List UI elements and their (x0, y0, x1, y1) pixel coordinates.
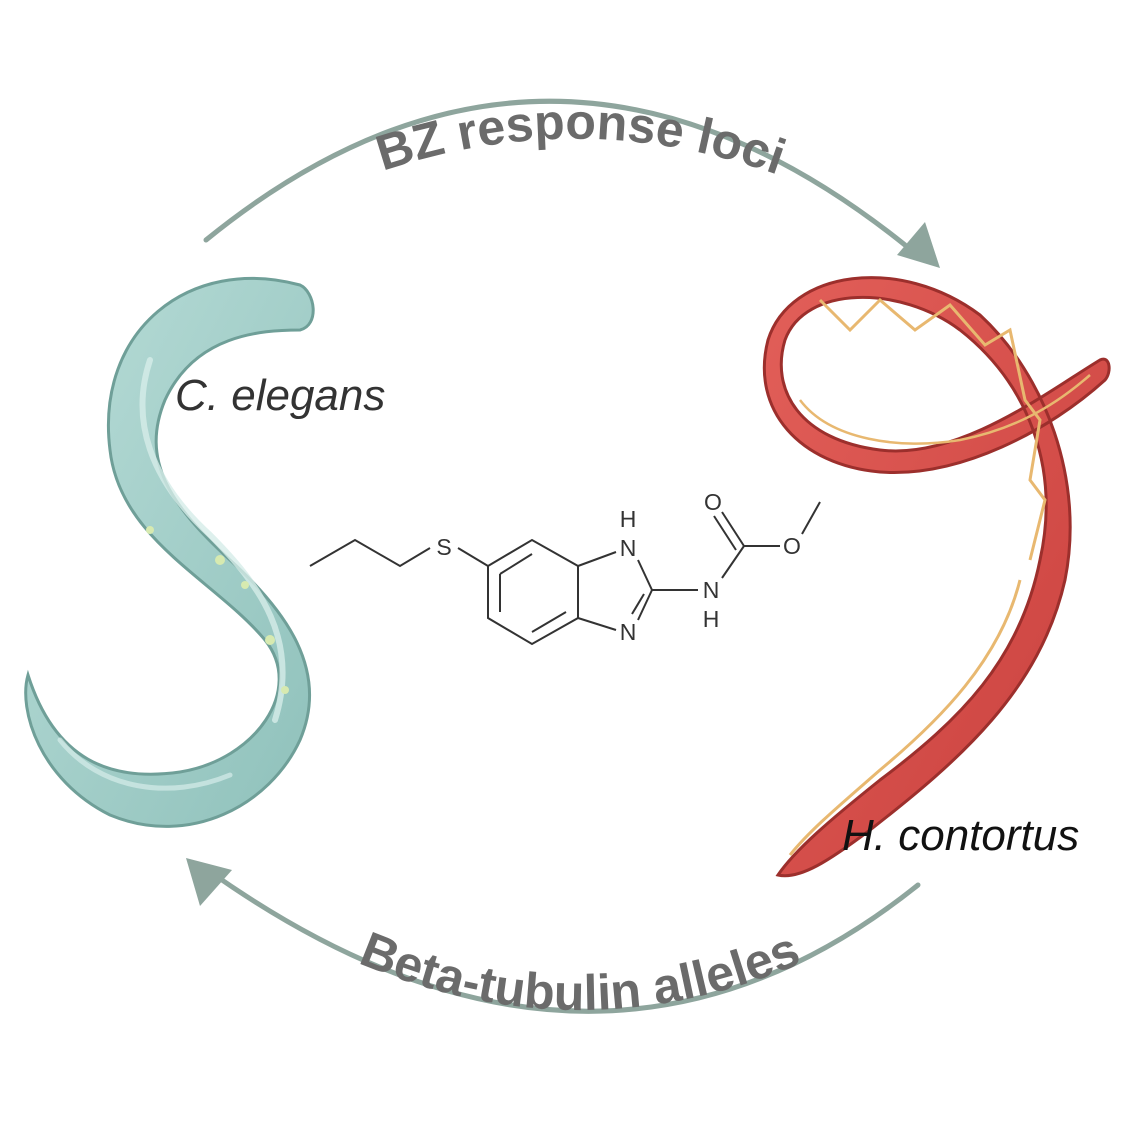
atom-ring-h-top: H (620, 506, 637, 532)
imidazole-bond-1 (577, 551, 617, 567)
bottom-cycle-arrow: Beta-tubulin alleles (186, 858, 921, 1021)
n-c-bond (721, 545, 745, 579)
s-c-bond (457, 547, 489, 567)
atom-labels: S H N N N H O O (436, 489, 801, 645)
bottom-arrow-label: Beta-tubulin alleles (353, 921, 807, 1021)
atom-ring-n-bottom: N (620, 619, 637, 645)
propyl-chain (309, 538, 431, 568)
atom-ester-o: O (783, 533, 801, 559)
o-methyl-bond (801, 501, 821, 535)
benzene-ring (487, 538, 579, 646)
atom-amide-h: H (703, 606, 720, 632)
imidazole-bond-3 (637, 589, 653, 621)
top-arrowhead-icon (897, 222, 940, 268)
bottom-arrow-arc (219, 877, 921, 1014)
bottom-arrowhead-icon (186, 858, 232, 906)
carbonyl-bond-b (713, 515, 737, 551)
top-cycle-arrow: BZ response loci (203, 94, 940, 268)
h-contortus-worm-icon (762, 276, 1111, 878)
imidazole-bond-2 (637, 559, 653, 591)
top-arrow-arc (203, 98, 908, 248)
c-elegans-label: C. elegans (175, 371, 385, 420)
top-arrow-label: BZ response loci (369, 94, 792, 186)
carbonyl-bond-a (721, 511, 745, 547)
h-contortus-label: H. contortus (842, 811, 1079, 860)
atom-ring-n-top: N (620, 535, 637, 561)
c-elegans-worm-icon (24, 276, 315, 828)
imidazole-bond-4 (577, 617, 617, 631)
albendazole-structure (309, 501, 821, 646)
atom-carbonyl-o: O (704, 489, 722, 515)
atom-sulfur: S (436, 534, 451, 560)
atom-amide-n: N (703, 577, 720, 603)
